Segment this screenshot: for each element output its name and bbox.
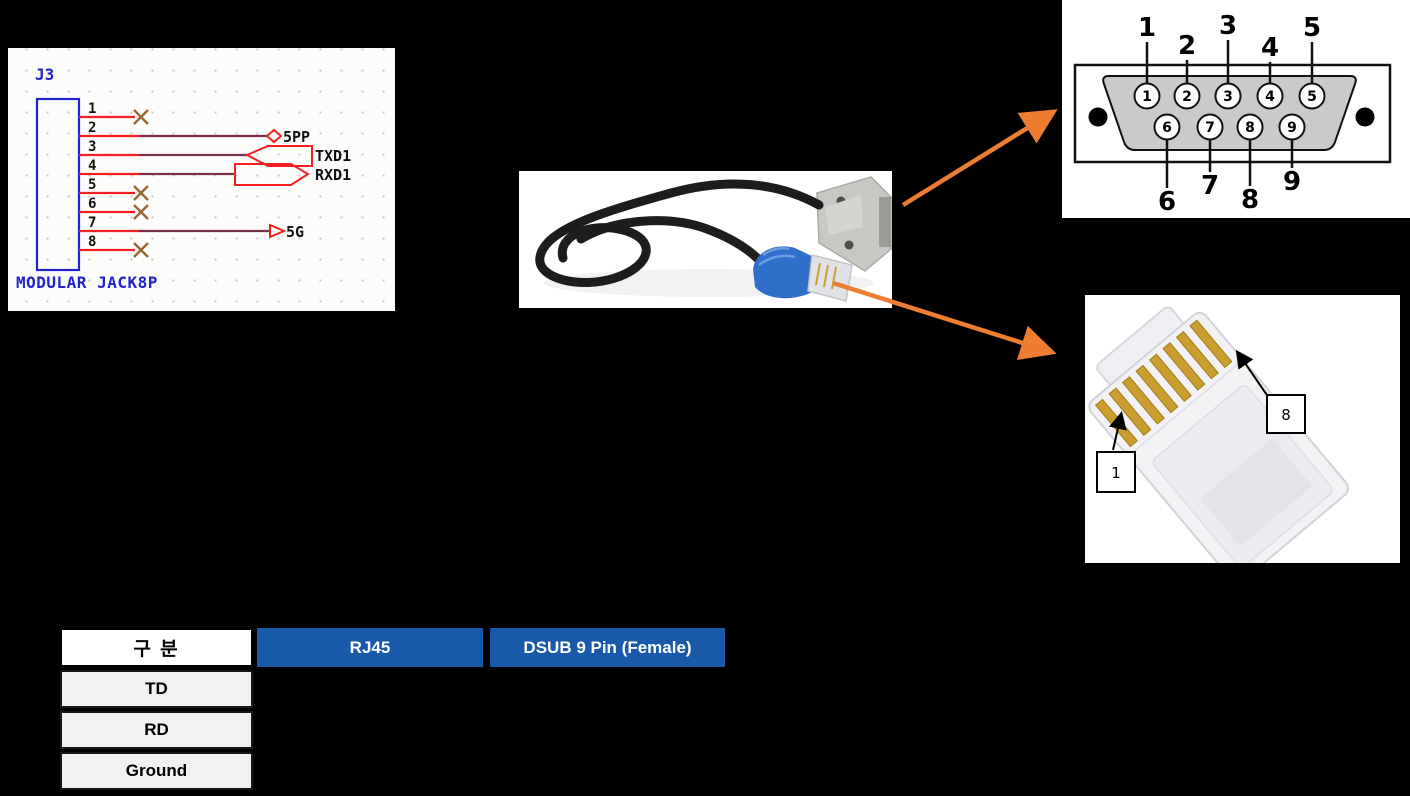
rj45-illustration: 1 8: [1088, 306, 1349, 584]
svg-text:4: 4: [1261, 33, 1279, 63]
svg-text:1: 1: [1142, 89, 1152, 105]
schematic-drawing: J3: [16, 65, 351, 292]
pin1-label: 1: [1111, 464, 1121, 482]
svg-text:3: 3: [1223, 89, 1233, 105]
mounting-hole-left: [1088, 107, 1108, 127]
pin-number: 7: [88, 215, 96, 231]
svg-text:2: 2: [1178, 31, 1196, 61]
table-header-category: 구 분: [60, 628, 253, 667]
dsub-diagram: 1 2 3 4 5 6 7 8 9 1 2 3 4 5 6 7 8 9: [1073, 11, 1392, 217]
rj45-photo-panel: 1 8: [1085, 295, 1400, 584]
pin-number: 4: [88, 158, 96, 174]
cable-illustration: [535, 176, 892, 302]
pin-number: 3: [88, 139, 96, 155]
ground-symbol-5g: [269, 223, 287, 239]
dsub-callout-numbers: 1 2 3 4 5 6 7 8 9: [1138, 11, 1321, 217]
power-symbol-5pp: [265, 128, 283, 144]
svg-text:3: 3: [1219, 11, 1237, 41]
pin-numbers: 1 2 3 4 5 6 7 8: [88, 101, 96, 250]
table-row-td: TD: [60, 670, 253, 708]
dsub-hood: [816, 176, 892, 272]
cable-photo: [519, 171, 892, 308]
pin-number: 5: [88, 177, 96, 193]
svg-text:8: 8: [1241, 185, 1259, 215]
mounting-hole-right: [1355, 107, 1375, 127]
dsub-pin-holes: [1133, 82, 1326, 141]
table-row-rd: RD: [60, 711, 253, 749]
schematic-panel: J3: [8, 48, 395, 311]
dsub-diagram-panel: 1 2 3 4 5 6 7 8 9 1 2 3 4 5 6 7 8 9: [1062, 0, 1410, 218]
pin-number: 8: [88, 234, 96, 250]
pin-stubs: [79, 115, 139, 252]
net-wires: [139, 134, 270, 233]
rj45-gold-pins: [1094, 319, 1233, 448]
svg-text:9: 9: [1283, 167, 1301, 197]
table-row-ground: Ground: [60, 752, 253, 790]
net-label-rxd1: RXD1: [315, 166, 351, 184]
net-label-5pp: 5PP: [283, 128, 310, 146]
schematic-part-label: MODULAR JACK8P: [16, 273, 158, 292]
cable-coil: [535, 179, 824, 287]
pin8-label-box: [1266, 394, 1306, 434]
svg-text:9: 9: [1287, 120, 1297, 136]
net-label-5g: 5G: [286, 223, 304, 241]
arrow-to-dsub: [901, 109, 1058, 207]
pin8-arrow: [1235, 349, 1270, 399]
pin-number: 2: [88, 120, 96, 136]
svg-text:1: 1: [1138, 13, 1156, 43]
svg-text:8: 8: [1245, 120, 1255, 136]
pin1-label-box: [1096, 451, 1136, 493]
net-label-txd1: TXD1: [315, 147, 351, 165]
pin1-arrow: [1109, 411, 1127, 451]
table-header-dsub: DSUB 9 Pin (Female): [490, 628, 725, 667]
svg-text:6: 6: [1162, 120, 1172, 136]
svg-text:7: 7: [1201, 171, 1219, 201]
svg-text:7: 7: [1205, 120, 1215, 136]
port-symbol-rxd1: [234, 163, 310, 186]
pin-leader-lines: [1145, 40, 1314, 188]
dsub-hole-numbers: 1 2 3 4 5 6 7 8 9: [1142, 89, 1317, 136]
pin8-label: 8: [1281, 406, 1291, 424]
table-header-rj45: RJ45: [257, 628, 483, 667]
pin-number: 1: [88, 101, 96, 117]
rj45-body: [1088, 306, 1349, 584]
svg-text:5: 5: [1303, 13, 1321, 43]
svg-text:6: 6: [1158, 187, 1176, 217]
pin-number: 6: [88, 196, 96, 212]
rj45-boot: [753, 246, 853, 302]
schematic-designator: J3: [35, 65, 54, 84]
svg-text:5: 5: [1307, 89, 1317, 105]
svg-text:2: 2: [1182, 89, 1192, 105]
connector-body: [35, 97, 81, 272]
no-connect-marks: [133, 109, 149, 258]
svg-text:4: 4: [1265, 89, 1275, 105]
